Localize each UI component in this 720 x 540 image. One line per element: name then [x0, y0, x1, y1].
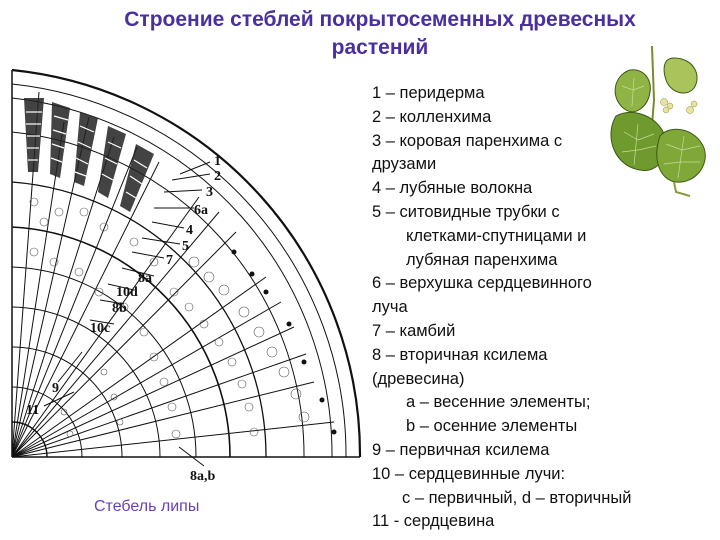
legend-item-8a: а – весенние элементы;	[372, 391, 712, 415]
legend-item-1: 1 – перидерма	[372, 82, 712, 106]
legend-list: 1 – перидерма 2 – колленхима 3 – коровая…	[372, 82, 712, 534]
legend-item-10: 10 – сердцевинные лучи:	[372, 463, 712, 487]
label-3: 3	[206, 185, 213, 200]
legend-item-8: 8 – вторичная ксилема	[372, 344, 712, 368]
label-7: 7	[166, 253, 173, 268]
title-line-1: Строение стеблей покрытосеменных древесн…	[60, 6, 700, 34]
cambium-arc	[12, 227, 230, 457]
label-9: 9	[52, 381, 59, 396]
legend-item-6: 6 – верхушка сердцевинного	[372, 272, 712, 296]
label-5: 5	[182, 239, 189, 254]
legend-item-11: 11 - сердцевина	[372, 510, 712, 534]
legend-item-5-cont-1: клетками-спутницами и	[372, 225, 712, 249]
legend-item-5: 5 – ситовидные трубки с	[372, 201, 712, 225]
label-10c: 10c	[90, 321, 110, 336]
label-1: 1	[214, 154, 221, 169]
label-11: 11	[26, 403, 39, 418]
legend-item-3-cont: друзами	[372, 153, 712, 177]
legend-item-9: 9 – первичная ксилема	[372, 439, 712, 463]
label-8b: 8b	[112, 301, 127, 316]
legend-item-3: 3 – коровая паренхима с	[372, 130, 712, 154]
legend-item-2: 2 – колленхима	[372, 106, 712, 130]
legend-item-10-cont: c – первичный, d – вторичный	[372, 487, 712, 511]
label-2: 2	[214, 169, 221, 184]
legend-item-5-cont-2: лубяная паренхима	[372, 249, 712, 273]
figure-caption: Стебель липы	[94, 498, 199, 516]
legend-item-4: 4 – лубяные волокна	[372, 177, 712, 201]
label-8ab: 8а,b	[190, 469, 216, 484]
legend-item-8-cont: (древесина)	[372, 368, 712, 392]
legend-item-6-cont: луча	[372, 296, 712, 320]
phloem-fiber-wedges	[24, 98, 154, 212]
legend-item-7: 7 – камбий	[372, 320, 712, 344]
label-4: 4	[186, 223, 193, 238]
label-6a: 6а	[194, 203, 208, 218]
label-8a: 8а	[138, 271, 152, 286]
label-10d: 10d	[116, 285, 138, 300]
stem-section-svg: 1 2 3 6а 4 5 7 8а 10d 8b 10c 9 11 8а,b	[4, 62, 370, 510]
stem-cross-section-diagram: 1 2 3 6а 4 5 7 8а 10d 8b 10c 9 11 8а,b	[4, 62, 370, 510]
legend-item-8b: b – осенние элементы	[372, 415, 712, 439]
